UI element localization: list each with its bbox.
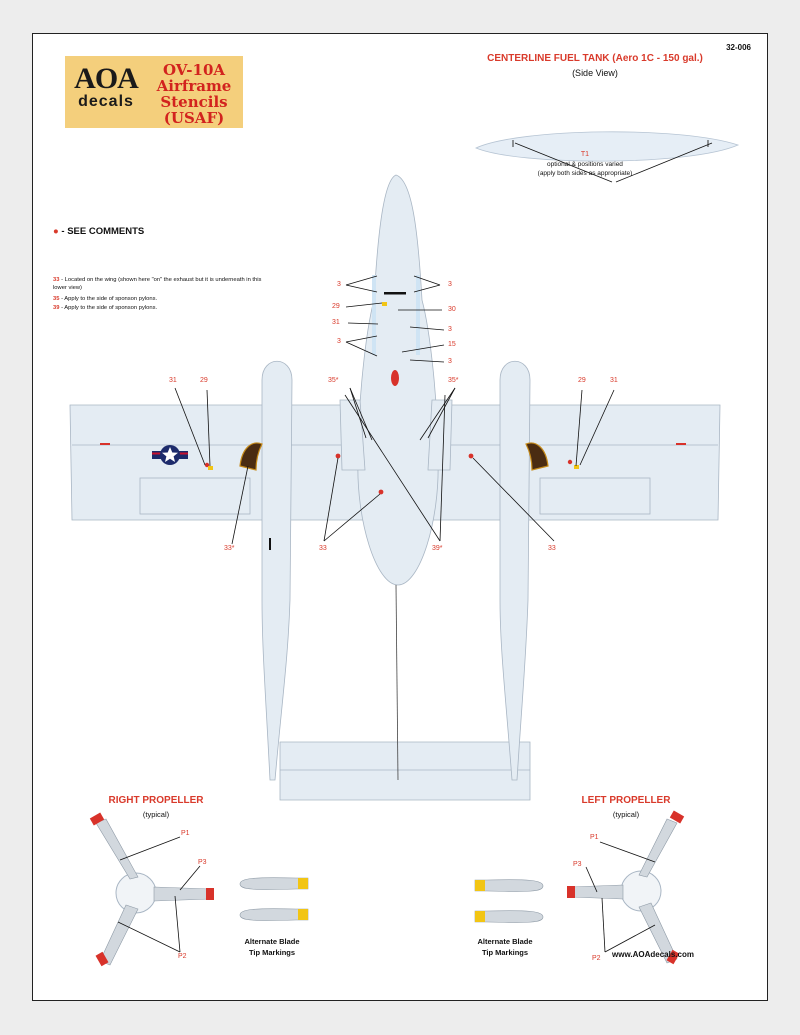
- right-boom: [499, 361, 531, 781]
- sheet-title: OV-10A Airframe Stencils (USAF): [149, 62, 239, 126]
- right-prop-p2: P2: [178, 953, 187, 960]
- callout-label: 29: [332, 303, 340, 310]
- comment-number: 39: [53, 305, 60, 311]
- comment-number: 33: [53, 277, 60, 283]
- alt-blade-caption-line: Tip Markings: [248, 948, 296, 957]
- comment-text: - Located on the wing (shown here "on" t…: [53, 277, 262, 291]
- fuel-tank-title: CENTERLINE FUEL TANK (Aero 1C - 150 gal.…: [487, 53, 703, 64]
- left-sponson: [339, 399, 366, 471]
- sheet-title-line: Stencils: [160, 93, 228, 111]
- sheet-code: 32-006: [726, 43, 751, 52]
- callout-label: 39*: [432, 545, 443, 552]
- comment-item: 35 - Apply to the side of sponson pylons…: [53, 295, 263, 303]
- left-exhaust-marking: [239, 442, 263, 471]
- logo-brand: AOA: [74, 62, 139, 95]
- comment-text: - Apply to the side of sponson pylons.: [61, 305, 158, 311]
- sheet-title-line: (USAF): [163, 109, 225, 127]
- comment-number: 35: [53, 296, 60, 302]
- left-prop-p1: P1: [590, 834, 599, 841]
- alt-blade-right-caption: Alternate Blade Tip Markings: [455, 936, 555, 958]
- callout-label: 33: [319, 545, 327, 552]
- brand-logo: AOA decals OV-10A Airframe Stencils (USA…: [65, 56, 243, 128]
- callout-label: 35*: [448, 377, 459, 384]
- left-prop-p3: P3: [573, 861, 582, 868]
- logo-mark: AOA decals: [71, 64, 141, 110]
- right-propeller-title: RIGHT PROPELLER: [108, 795, 204, 806]
- callout-label: 15: [448, 341, 456, 348]
- tank-note-line: optional & positions varied: [547, 161, 623, 168]
- alt-blade-caption-line: Tip Markings: [481, 948, 529, 957]
- comment-item: 39 - Apply to the side of sponson pylons…: [53, 304, 263, 312]
- callout-label: 35*: [328, 377, 339, 384]
- tank-marker-t1: T1: [580, 151, 590, 158]
- right-prop-p3: P3: [198, 859, 207, 866]
- sheet-title-line: OV-10A: [162, 61, 226, 79]
- callout-label: 31: [169, 377, 177, 384]
- callout-label: 3: [337, 338, 341, 345]
- callout-label: 33*: [224, 545, 235, 552]
- fuel-tank-subtitle: (Side View): [572, 68, 618, 78]
- right-propeller-sub: (typical): [142, 810, 170, 819]
- left-prop-leaders: [585, 841, 656, 953]
- left-boom: [261, 361, 293, 781]
- horizontal-tail: [279, 741, 531, 801]
- fuel-tank-side-view: [474, 131, 740, 183]
- comment-item: 33 - Located on the wing (shown here "on…: [53, 276, 263, 292]
- alt-blade-left-drawings: [239, 877, 309, 921]
- callout-label: 3: [337, 281, 341, 288]
- callout-label: 31: [610, 377, 618, 384]
- right-sponson: [427, 399, 453, 471]
- logo-brand-sub: decals: [78, 93, 134, 110]
- tank-note-line: (apply both sides as appropriate): [537, 170, 633, 177]
- alt-blade-caption-line: Alternate Blade: [477, 937, 533, 946]
- comments-header-text: - SEE COMMENTS: [61, 226, 145, 237]
- alt-blade-caption-line: Alternate Blade: [244, 937, 300, 946]
- callout-label: 3: [448, 281, 452, 288]
- right-exhaust-marking: [525, 442, 549, 471]
- callout-label: 29: [200, 377, 208, 384]
- left-propeller-drawing: [567, 810, 685, 965]
- callout-label: 3: [448, 326, 452, 333]
- usaf-insignia: [152, 445, 188, 465]
- tank-note: optional & positions varied (apply both …: [500, 160, 670, 178]
- right-prop-p1: P1: [181, 830, 190, 837]
- airframe: [69, 174, 721, 801]
- comments-header: ● - SEE COMMENTS: [53, 226, 144, 237]
- callout-label: 33: [548, 545, 556, 552]
- stencil-markers: [100, 275, 686, 550]
- callout-label: 30: [448, 306, 456, 313]
- comment-text: - Apply to the side of sponson pylons.: [61, 296, 158, 302]
- alt-blade-right-drawings: [474, 879, 544, 923]
- leader-lines: [174, 275, 615, 545]
- left-propeller-title: LEFT PROPELLER: [581, 795, 671, 806]
- left-prop-p2: P2: [592, 955, 601, 962]
- sheet-title-line: Airframe: [156, 77, 232, 95]
- red-dot-icon: ●: [53, 226, 59, 237]
- alt-blade-left-caption: Alternate Blade Tip Markings: [222, 936, 322, 958]
- website-url: www.AOAdecals.com: [612, 950, 694, 959]
- left-propeller-sub: (typical): [612, 810, 640, 819]
- callout-label: 29: [578, 377, 586, 384]
- right-prop-leaders: [117, 836, 201, 953]
- callout-label: 3: [448, 358, 452, 365]
- right-propeller-drawing: [89, 812, 214, 967]
- callout-label: 31: [332, 319, 340, 326]
